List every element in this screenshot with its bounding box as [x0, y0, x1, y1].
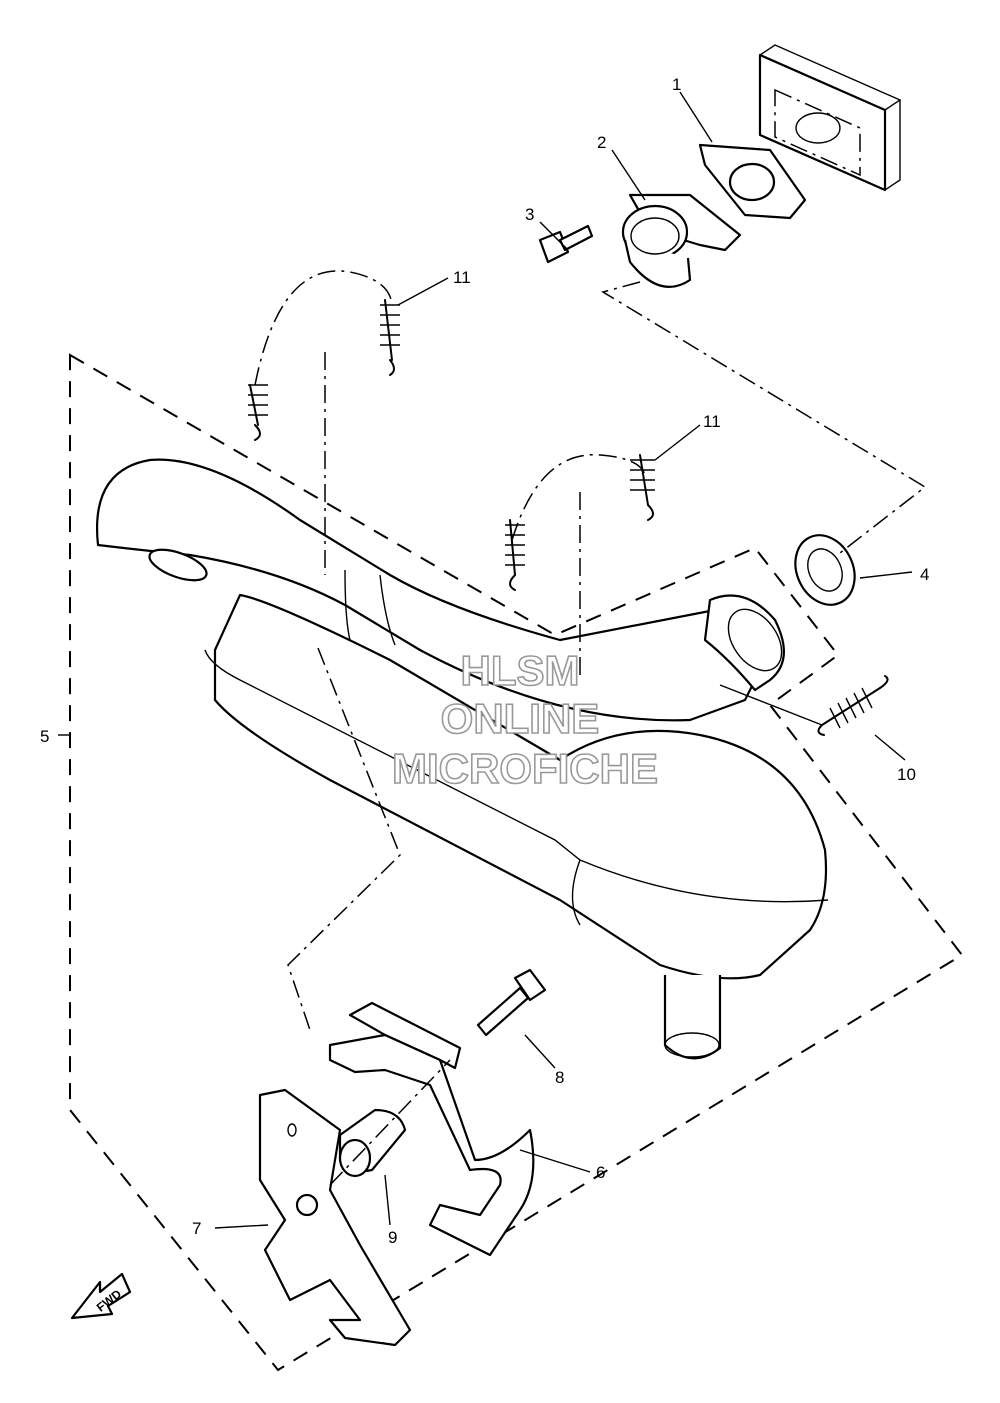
callout-11-lower: 11 — [703, 412, 721, 431]
muffler-assembly — [96, 458, 829, 1060]
guide-line-flange — [601, 281, 927, 554]
callout-5: 5 — [40, 727, 49, 746]
guide-line-bracket — [287, 647, 401, 1031]
callout-4: 4 — [920, 565, 929, 584]
guide-line-collar — [329, 1059, 451, 1186]
exhaust-joint-part — [621, 193, 742, 288]
callout-3: 3 — [525, 205, 534, 224]
watermark-line-2: ONLINE — [441, 695, 600, 742]
arrow-left-icon — [70, 1272, 132, 1320]
callout-6: 6 — [596, 1163, 605, 1182]
callout-7: 7 — [192, 1219, 201, 1238]
collar-part-9 — [338, 1108, 407, 1178]
spring-part-upper — [248, 270, 400, 441]
callout-1: 1 — [672, 75, 681, 94]
callout-10: 10 — [897, 765, 916, 784]
assembly-boundary — [69, 353, 964, 1372]
bolt-part-8 — [476, 968, 547, 1037]
spring-part-lower — [505, 454, 655, 591]
callout-2: 2 — [597, 133, 606, 152]
leader-lines — [58, 91, 913, 1229]
callout-8: 8 — [555, 1068, 564, 1087]
callout-11-upper: 11 — [453, 268, 471, 287]
engine-flange — [758, 44, 902, 192]
gasket-part — [698, 143, 807, 220]
bracket-part-7 — [258, 1088, 412, 1347]
spring-part-10 — [817, 675, 889, 736]
gasket-ring-part — [794, 534, 856, 606]
watermark-line-1: HLSM — [461, 647, 580, 694]
bolt-part-3 — [538, 224, 594, 264]
fwd-direction-arrow: FWD — [70, 1272, 132, 1320]
watermark-line-3: MICROFICHE — [392, 745, 658, 792]
callout-9: 9 — [388, 1228, 397, 1247]
